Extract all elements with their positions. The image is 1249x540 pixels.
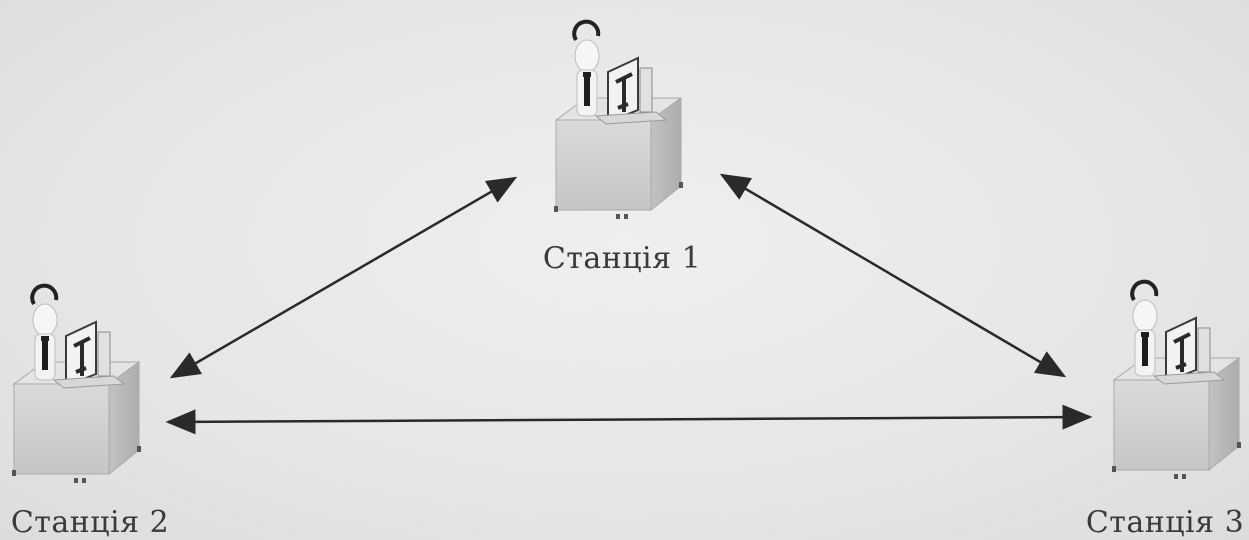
link-station2-station3 <box>168 417 1090 422</box>
station-3 <box>1112 282 1241 479</box>
station-1 <box>554 22 683 219</box>
workstation-icon <box>1112 282 1241 479</box>
station-2-label: Станція 2 <box>11 505 169 540</box>
station-1-label: Станція 1 <box>543 241 701 276</box>
station-2 <box>12 286 141 483</box>
workstation-icon <box>12 286 141 483</box>
link-station1-station3 <box>722 175 1064 376</box>
station-3-label: Станція 3 <box>1086 505 1244 540</box>
workstation-icon <box>554 22 683 219</box>
link-station1-station2 <box>172 178 515 377</box>
